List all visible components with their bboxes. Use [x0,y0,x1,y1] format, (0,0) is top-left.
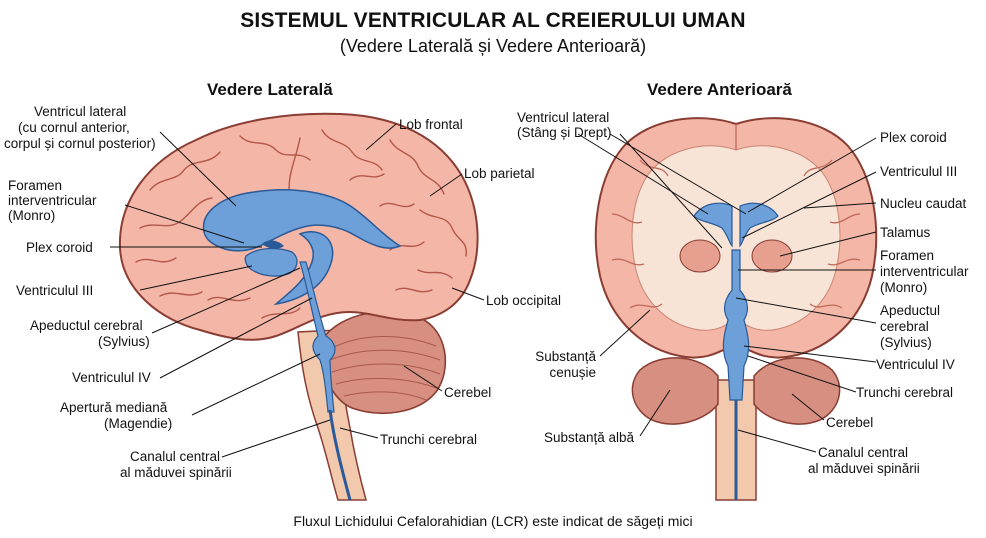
label-apeduct-ant-line3: (Sylvius) [880,335,932,350]
footer-note: Fluxul Lichidului Cefalorahidian (LCR) e… [293,513,693,529]
label-lob-occipital: Lob occipital [486,293,562,308]
label-apeduct-ant-line1: Apeductul [880,303,941,318]
third-ventricle [244,247,298,277]
posterior-horn [273,231,334,306]
label-ventricul-lateral-ant-line1: Ventricul lateral [517,110,610,125]
anterior-ventricles [693,202,779,500]
label-ventricul-lateral-line1: Ventricul lateral [34,104,127,119]
third-ventricle-anterior [722,249,750,401]
label-foramen-line1: Foramen [8,178,63,193]
label-substanta-alba: Substanță albă [544,430,635,445]
lateral-ventricles [202,189,402,501]
anterior-gyri [611,124,861,309]
lateral-gyri [135,129,467,319]
label-foramen-ant-line2: interventricular [880,264,969,279]
label-apeduct-line1: Apeductul cerebral [30,318,143,333]
central-canal-lateral [328,409,352,501]
label-ventricul4-lateral: Ventriculul IV [72,370,151,385]
label-canal-ant-line1: Canalul central [818,445,909,460]
anterior-leader-lines [577,133,877,453]
cerebellum-folia [329,335,441,401]
lateral-brain-illustration [110,112,485,501]
lateral-view-heading: Vedere Laterală [207,80,333,99]
label-cerebel-lateral: Cerebel [444,385,492,400]
label-apertura-line1: Apertură mediană [60,400,168,415]
label-substanta-cenusie-line1: Substanță [535,349,596,364]
label-foramen-line2: interventricular [8,193,97,208]
label-ventricul-lateral-ant-line2: (Stâng și Drept) [517,125,612,140]
anterior-cerebellum-left [631,357,719,425]
label-apeduct-ant-line2: cerebral [880,319,929,334]
label-foramen-ant-line1: Foramen [880,248,935,263]
label-lob-frontal: Lob frontal [399,117,463,132]
label-foramen-line3: (Monro) [8,208,56,223]
label-ventricul3-ant: Ventriculul III [880,164,958,179]
label-canal-lateral-line2: al măduvei spinării [120,465,232,480]
page-title: SISTEMUL VENTRICULAR AL CREIERULUI UMAN [240,9,746,32]
label-canal-ant-line2: al măduvei spinării [808,461,920,476]
left-lateral-ventricle [693,202,733,248]
right-lateral-ventricle [739,202,779,248]
label-nucleu-caudat: Nucleu caudat [880,196,967,211]
aqueduct-and-fourth [299,261,336,413]
label-trunchi-lateral: Trunchi cerebral [380,432,478,447]
lateral-cerebellum [320,311,447,414]
label-foramen-ant-line3: (Monro) [880,280,928,295]
label-plex-coroid-ant: Plex coroid [880,130,947,145]
thalamus-left [679,239,721,273]
lateral-ventricle-shape [202,189,402,252]
label-apeduct-line2: (Sylvius) [98,334,150,349]
label-substanta-cenusie-line2: cenușie [549,365,596,380]
anterior-cerebellum-right [753,357,841,425]
label-trunchi-ant: Trunchi cerebral [856,385,954,400]
label-cerebel-ant: Cerebel [826,415,874,430]
label-ventricul-lateral-line2: (cu cornul anterior, [18,120,130,135]
thalamus-right [751,239,793,273]
choroid-plexus [262,240,284,249]
label-apertura-line2: (Magendie) [104,416,173,431]
label-plex-coroid-lateral: Plex coroid [26,240,93,255]
anterior-brain-illustration [577,117,878,501]
label-lob-parietal: Lob parietal [464,166,535,181]
label-ventricul4-ant: Ventriculul IV [876,357,955,372]
label-ventricul-lateral-line3: corpul și cornul posterior) [4,136,156,151]
label-talamus: Talamus [880,225,931,240]
anterior-view-heading: Vedere Anterioară [647,80,792,99]
page-subtitle: (Vedere Laterală și Vedere Anterioară) [339,36,647,56]
lateral-leader-lines [110,123,485,458]
label-canal-lateral-line1: Canalul central [130,449,221,464]
label-ventricul3-lateral: Ventriculul III [16,283,94,298]
